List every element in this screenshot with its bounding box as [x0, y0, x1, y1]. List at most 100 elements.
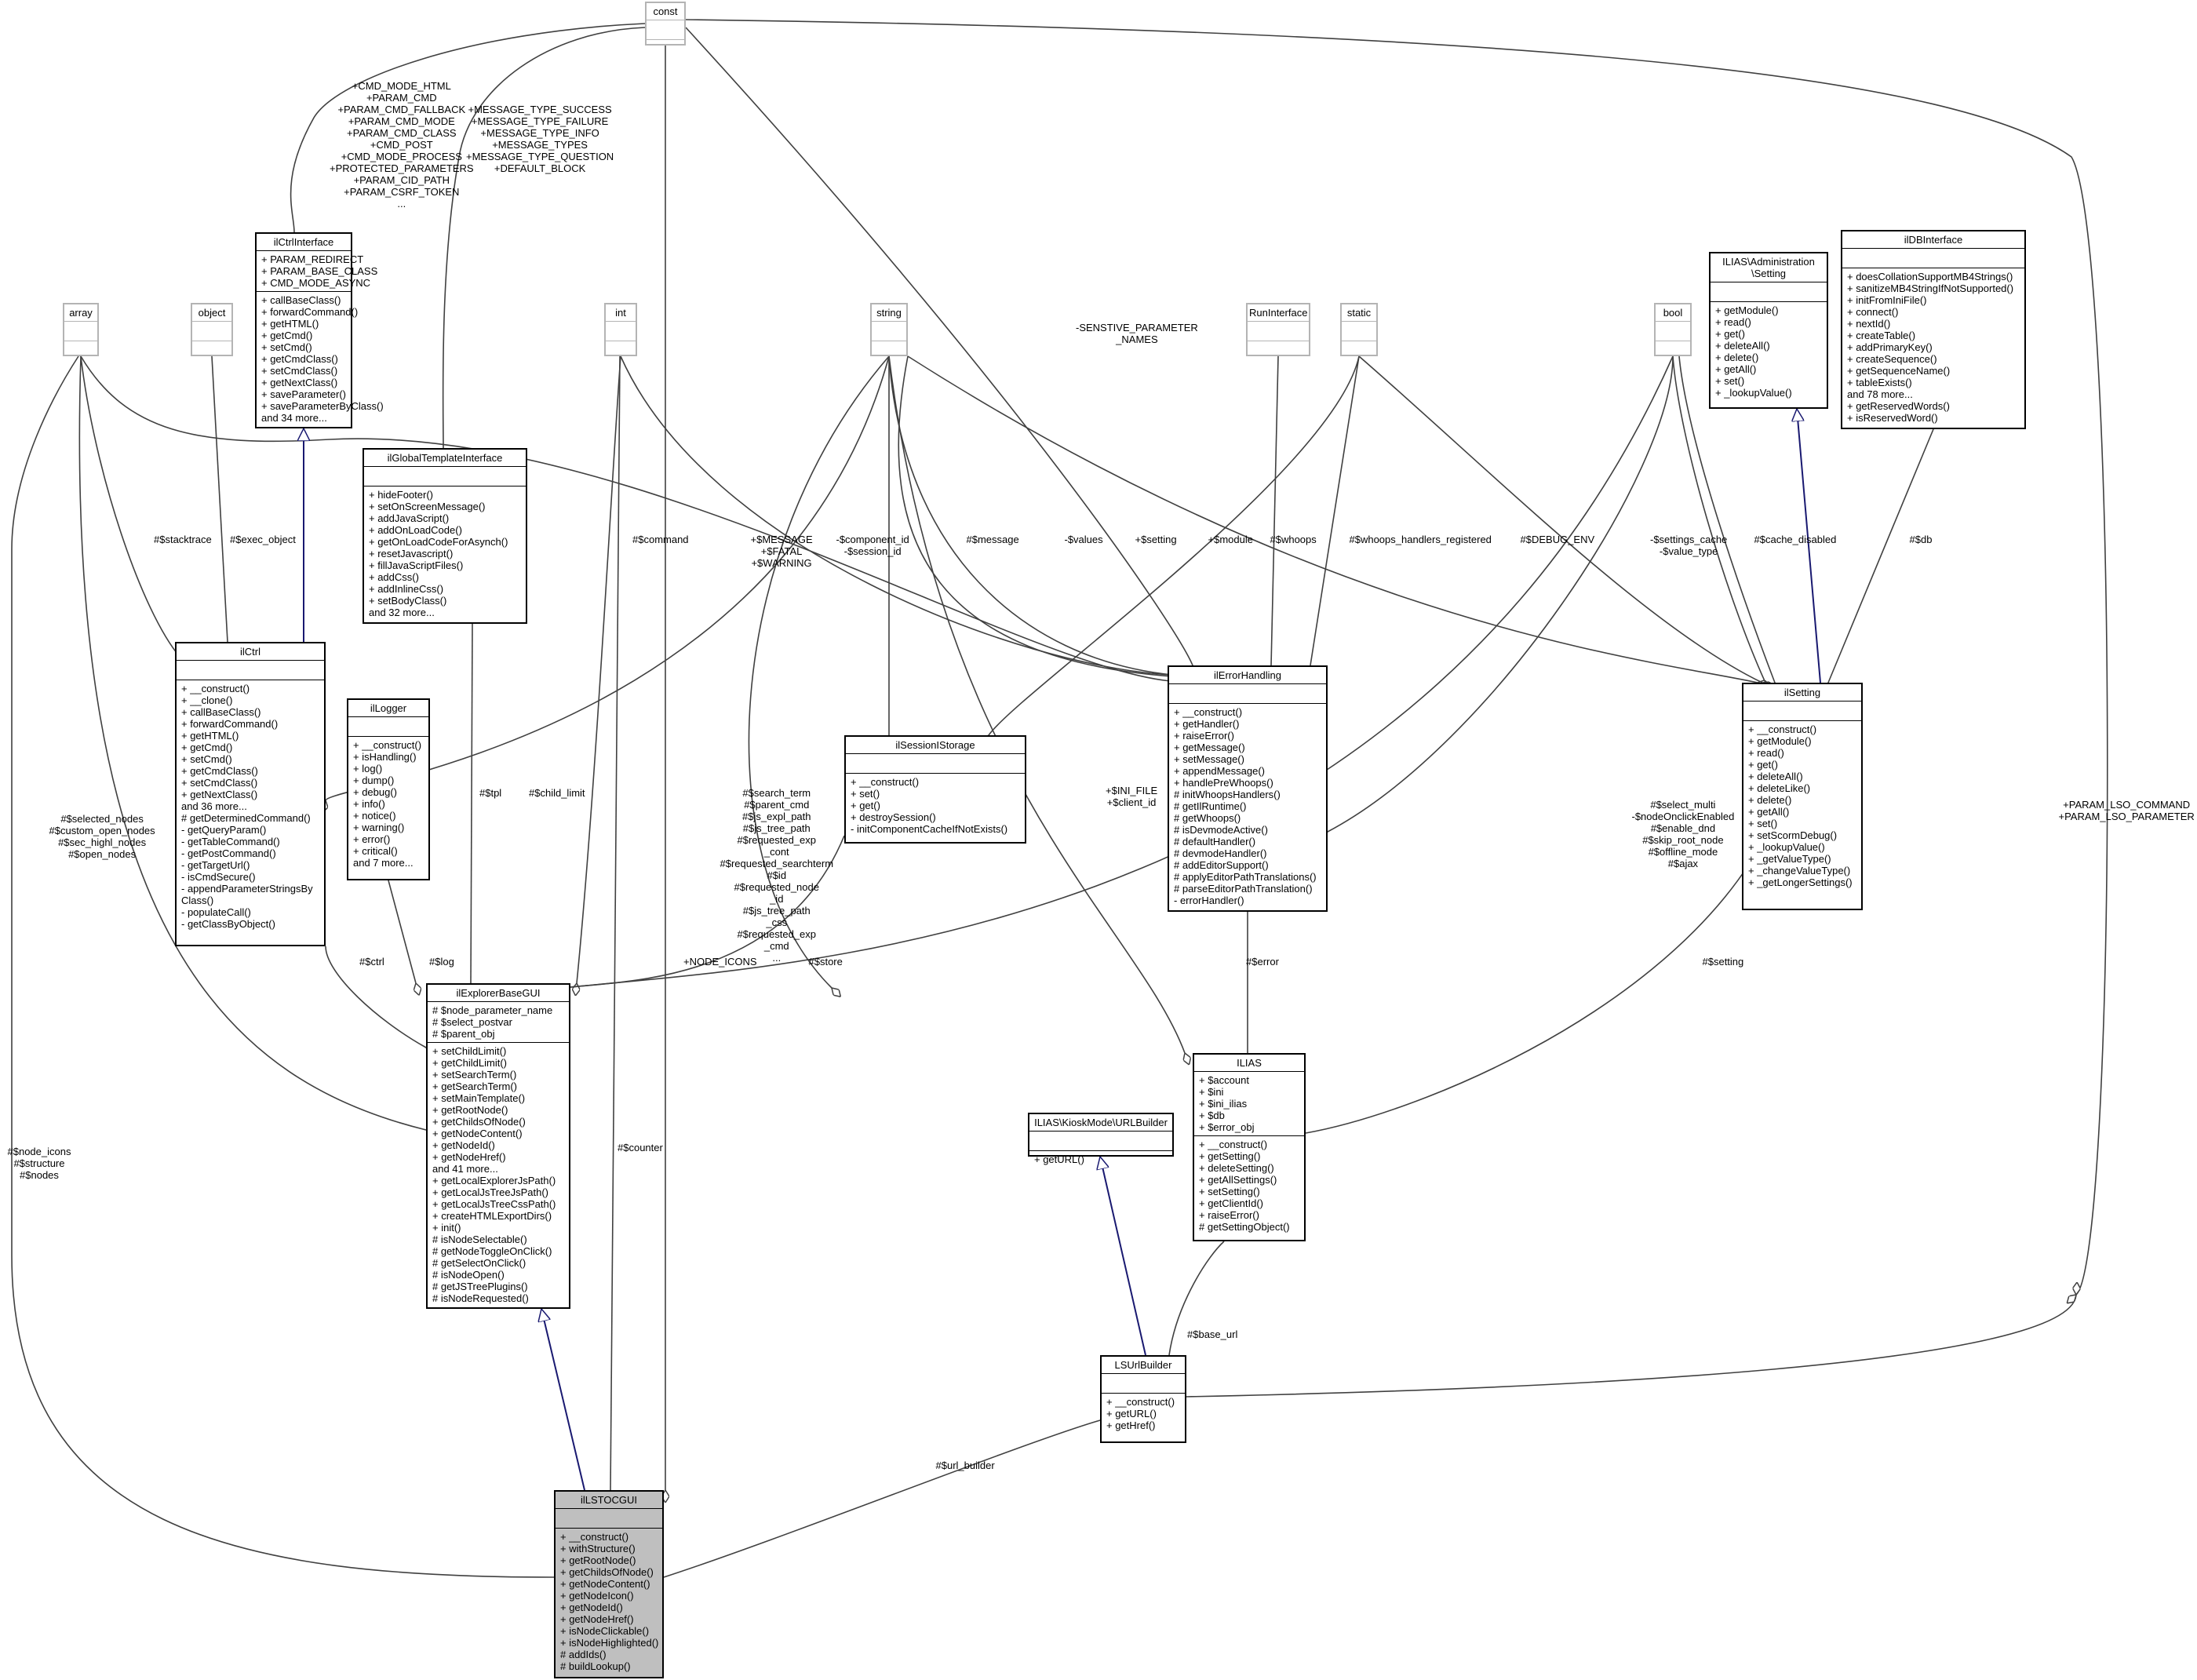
method: + deleteAll() — [1715, 340, 1770, 352]
class-box-ilctrlinterface: ilCtrlInterface+ PARAM_REDIRECT+ PARAM_B… — [255, 232, 384, 428]
edge-label: #$tpl — [479, 787, 502, 799]
method: + callBaseClass() — [261, 294, 341, 306]
inheritance-edge — [1100, 1157, 1146, 1356]
method-section: + callBaseClass()+ forwardCommand()+ get… — [257, 291, 384, 426]
method-section — [64, 341, 97, 360]
edge-label: #$DEBUG_ENV — [1520, 534, 1595, 545]
method-section: + hideFooter()+ setOnScreenMessage()+ ad… — [364, 486, 526, 621]
class-title: const — [653, 5, 678, 17]
edge-label: #$base_url — [1187, 1328, 1238, 1340]
method-section: + getModule()+ read()+ get()+ deleteAll(… — [1711, 301, 1827, 401]
attribute-section — [64, 321, 97, 341]
association-edge — [685, 19, 2108, 1295]
method: + getAll() — [1715, 363, 1757, 375]
edge-label: #$node_icons #$structure #$nodes — [7, 1146, 71, 1181]
method: + hideFooter() — [369, 489, 434, 501]
class-box-const: const — [645, 2, 686, 46]
method-section: + __construct()+ __clone()+ callBaseClas… — [177, 680, 324, 932]
edge-label: +NODE_ICONS — [683, 956, 757, 968]
method: + getNodeIcon() — [560, 1590, 634, 1602]
method-section: + doesCollationSupportMB4Strings()+ sani… — [1842, 268, 2024, 426]
edge-label: #$whoops — [1270, 534, 1317, 545]
association-edge — [898, 355, 1172, 676]
method: # getDeterminedCommand() — [181, 812, 311, 824]
method: + getSearchTerm() — [432, 1081, 518, 1092]
attribute-section — [192, 321, 231, 341]
method: + isHandling() — [353, 751, 417, 763]
method: Class() — [181, 895, 214, 906]
method: - errorHandler() — [1174, 895, 1244, 906]
class-box-ilias: ILIAS+ $account+ $ini+ $ini_ilias+ $db+ … — [1193, 1053, 1306, 1241]
class-title: bool — [1663, 307, 1683, 319]
attribute-section — [1029, 1131, 1172, 1150]
method: + setOnScreenMessage() — [369, 501, 486, 512]
method: + getURL() — [1034, 1153, 1084, 1165]
class-box-kioskurlbuilder: ILIAS\KioskMode\URLBuilder+ getURL() — [1028, 1113, 1174, 1165]
method: and 7 more... — [353, 857, 414, 869]
attribute: + PARAM_BASE_CLASS — [261, 265, 378, 277]
association-edge — [1678, 355, 1775, 683]
attribute-section — [846, 753, 1025, 773]
method: + setCmd() — [181, 753, 232, 765]
method: + getNodeHref() — [432, 1151, 506, 1163]
method: + getHref() — [1106, 1419, 1156, 1431]
method: + doesCollationSupportMB4Strings() — [1847, 271, 2013, 282]
method: + getClientId() — [1199, 1197, 1264, 1209]
association-edge — [989, 355, 1360, 735]
attribute: + $account — [1199, 1074, 1249, 1086]
method-section — [1248, 341, 1309, 360]
class-box-ilsessionistorage: ilSessionIStorage+ __construct()+ set()+… — [844, 735, 1026, 844]
method: + getModule() — [1715, 304, 1779, 316]
method: + getHTML() — [261, 318, 319, 330]
association-edge — [11, 355, 554, 1577]
edge-label: -$values — [1064, 534, 1103, 545]
method: - getQueryParam() — [181, 824, 267, 836]
method: + setScormDebug() — [1748, 829, 1838, 841]
class-box-ilglobaltemplateinterface: ilGlobalTemplateInterface+ hideFooter()+… — [363, 448, 527, 624]
method: and 78 more... — [1847, 388, 1913, 400]
attribute-section — [1342, 321, 1376, 341]
method: - isCmdSecure() — [181, 871, 256, 883]
method: + __construct() — [1199, 1139, 1268, 1150]
method: + set() — [1715, 375, 1745, 387]
association-edge — [211, 355, 228, 642]
method: # isNodeOpen() — [432, 1269, 505, 1281]
method: + setCmdClass() — [261, 365, 338, 377]
method: + setCmd() — [261, 341, 312, 353]
class-title: ilLogger — [370, 702, 407, 714]
method: - getTableCommand() — [181, 836, 280, 847]
method: - getPostCommand() — [181, 847, 276, 859]
method: + setCmdClass() — [181, 777, 258, 789]
edge-label: #$stacktrace — [154, 534, 212, 545]
method: + createTable() — [1847, 330, 1916, 341]
class-title: ilSessionIStorage — [895, 739, 975, 751]
association-edge — [1186, 1295, 2076, 1398]
attribute-section — [348, 716, 428, 736]
method: + setSetting() — [1199, 1186, 1260, 1197]
method: + __clone() — [181, 694, 233, 706]
edge-label: +$INI_FILE +$client_id — [1106, 785, 1158, 808]
association-edge — [471, 623, 472, 983]
method: + connect() — [1847, 306, 1899, 318]
attribute-section — [364, 466, 526, 486]
method: and 36 more... — [181, 800, 247, 812]
association-edge — [388, 880, 416, 983]
method: + getChildsOfNode() — [560, 1566, 654, 1578]
method: # initWhoopsHandlers() — [1174, 789, 1281, 800]
method: # addEditorSupport() — [1174, 859, 1269, 871]
method: + __construct() — [560, 1531, 629, 1543]
class-box-array: array — [63, 303, 99, 356]
method: # buildLookup() — [560, 1660, 631, 1672]
edge-label: #$whoops_handlers_registered — [1349, 534, 1492, 545]
association-edge — [570, 835, 845, 987]
attribute: + $ini — [1199, 1086, 1224, 1098]
method: + dump() — [353, 774, 395, 786]
attribute-section — [1656, 321, 1690, 341]
method: - getTargetUrl() — [181, 859, 250, 871]
edge-label: #$child_limit — [529, 787, 585, 799]
method: + __construct() — [1174, 706, 1243, 718]
method-section — [606, 341, 636, 360]
method: + __construct() — [1106, 1396, 1175, 1408]
association-edge — [325, 946, 426, 1048]
